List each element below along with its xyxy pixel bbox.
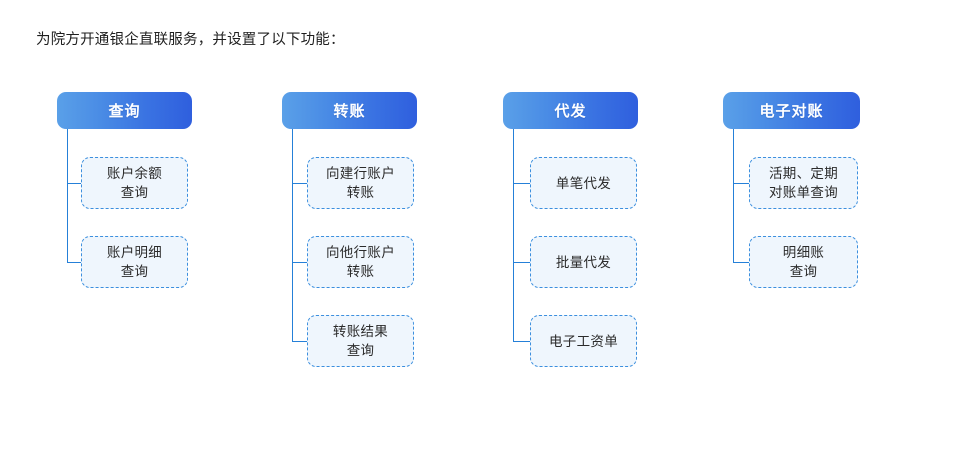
feature-node-label: 账户明细查询 <box>107 243 162 281</box>
feature-node-line: 查询 <box>346 343 375 358</box>
connector-trunk <box>513 129 514 341</box>
page-title: 为院方开通银企直联服务，并设置了以下功能： <box>36 32 345 48</box>
feature-node[interactable]: 账户余额查询 <box>81 157 188 209</box>
category-header-label: 转账 <box>333 103 366 120</box>
feature-node-line: 转账 <box>346 264 375 279</box>
feature-node-line: 明细账 <box>782 245 825 260</box>
category-header-label: 代发 <box>554 103 587 120</box>
category-header-1[interactable]: 查询 <box>57 92 192 129</box>
connector-branch <box>292 341 307 342</box>
connector-branch <box>67 262 81 263</box>
feature-node-line: 查询 <box>789 264 818 279</box>
feature-node-line: 电子工资单 <box>549 333 618 349</box>
category-header-label: 查询 <box>108 103 141 120</box>
category-header-label: 电子对账 <box>759 103 824 120</box>
category-header-2[interactable]: 转账 <box>282 92 417 129</box>
feature-node-line: 批量代发 <box>555 254 612 270</box>
feature-node-label: 账户余额查询 <box>107 164 162 202</box>
feature-node-label: 转账结果查询 <box>333 322 388 360</box>
feature-node-line: 转账 <box>346 185 375 200</box>
feature-node[interactable]: 向建行账户转账 <box>307 157 414 209</box>
feature-node[interactable]: 单笔代发 <box>530 157 637 209</box>
connector-trunk <box>292 129 293 341</box>
connector-branch <box>513 183 530 184</box>
feature-node-label: 向他行账户转账 <box>326 243 395 281</box>
feature-node-label: 向建行账户转账 <box>326 164 395 202</box>
feature-node[interactable]: 活期、定期对账单查询 <box>749 157 858 209</box>
category-header-4[interactable]: 电子对账 <box>723 92 860 129</box>
connector-branch <box>292 262 307 263</box>
feature-node-label: 电子工资单 <box>549 332 618 351</box>
feature-node-line: 查询 <box>120 264 149 279</box>
feature-node[interactable]: 向他行账户转账 <box>307 236 414 288</box>
feature-node-line: 账户余额 <box>106 166 163 181</box>
feature-node[interactable]: 电子工资单 <box>530 315 637 367</box>
feature-node-line: 查询 <box>120 185 149 200</box>
feature-node-label: 明细账查询 <box>783 243 824 281</box>
feature-node-line: 向建行账户 <box>326 166 395 181</box>
connector-trunk <box>733 129 734 262</box>
feature-node[interactable]: 转账结果查询 <box>307 315 414 367</box>
connector-branch <box>67 183 81 184</box>
feature-node-label: 批量代发 <box>556 253 611 272</box>
connector-branch <box>513 341 530 342</box>
feature-node[interactable]: 账户明细查询 <box>81 236 188 288</box>
feature-node-line: 转账结果 <box>332 324 389 339</box>
feature-node-line: 对账单查询 <box>769 185 838 200</box>
connector-trunk <box>67 129 68 262</box>
connector-branch <box>513 262 530 263</box>
feature-node-line: 账户明细 <box>106 245 163 260</box>
connector-branch <box>292 183 307 184</box>
feature-node-label: 活期、定期对账单查询 <box>769 164 838 202</box>
feature-node-label: 单笔代发 <box>556 174 611 193</box>
connector-branch <box>733 262 749 263</box>
feature-node-line: 单笔代发 <box>555 175 612 191</box>
feature-node[interactable]: 批量代发 <box>530 236 637 288</box>
feature-node-line: 活期、定期 <box>769 166 838 181</box>
connector-branch <box>733 183 749 184</box>
feature-node-line: 向他行账户 <box>326 245 395 260</box>
feature-node[interactable]: 明细账查询 <box>749 236 858 288</box>
category-header-3[interactable]: 代发 <box>503 92 638 129</box>
